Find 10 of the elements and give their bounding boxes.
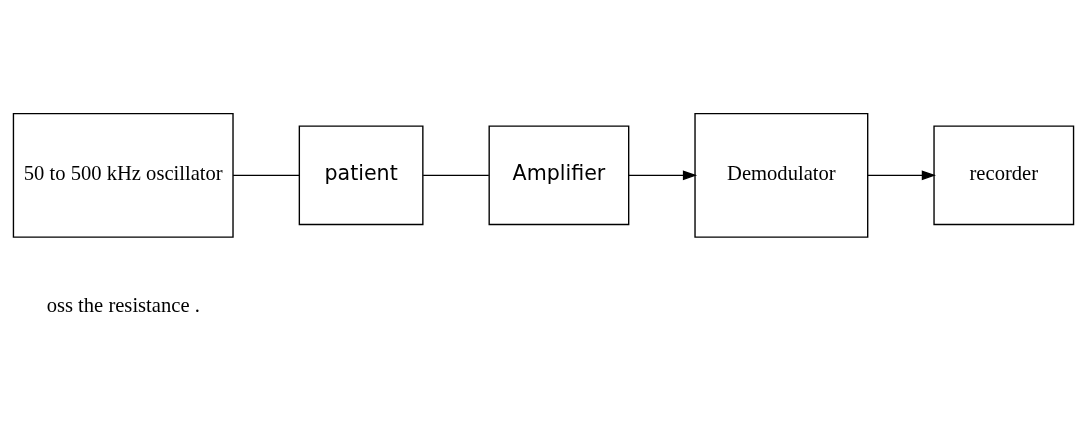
arrow — [628, 170, 698, 181]
connector — [422, 174, 490, 176]
node-box: recorder — [933, 125, 1075, 226]
node-box: Demodulator — [694, 112, 869, 238]
node-box: Amplifier — [488, 125, 630, 226]
connector — [232, 174, 300, 176]
node-box: patient — [298, 125, 424, 226]
label: oss the resistance . — [46, 293, 200, 316]
node-box: 50 to 500 kHz oscillator — [12, 112, 234, 238]
arrow — [867, 170, 936, 181]
